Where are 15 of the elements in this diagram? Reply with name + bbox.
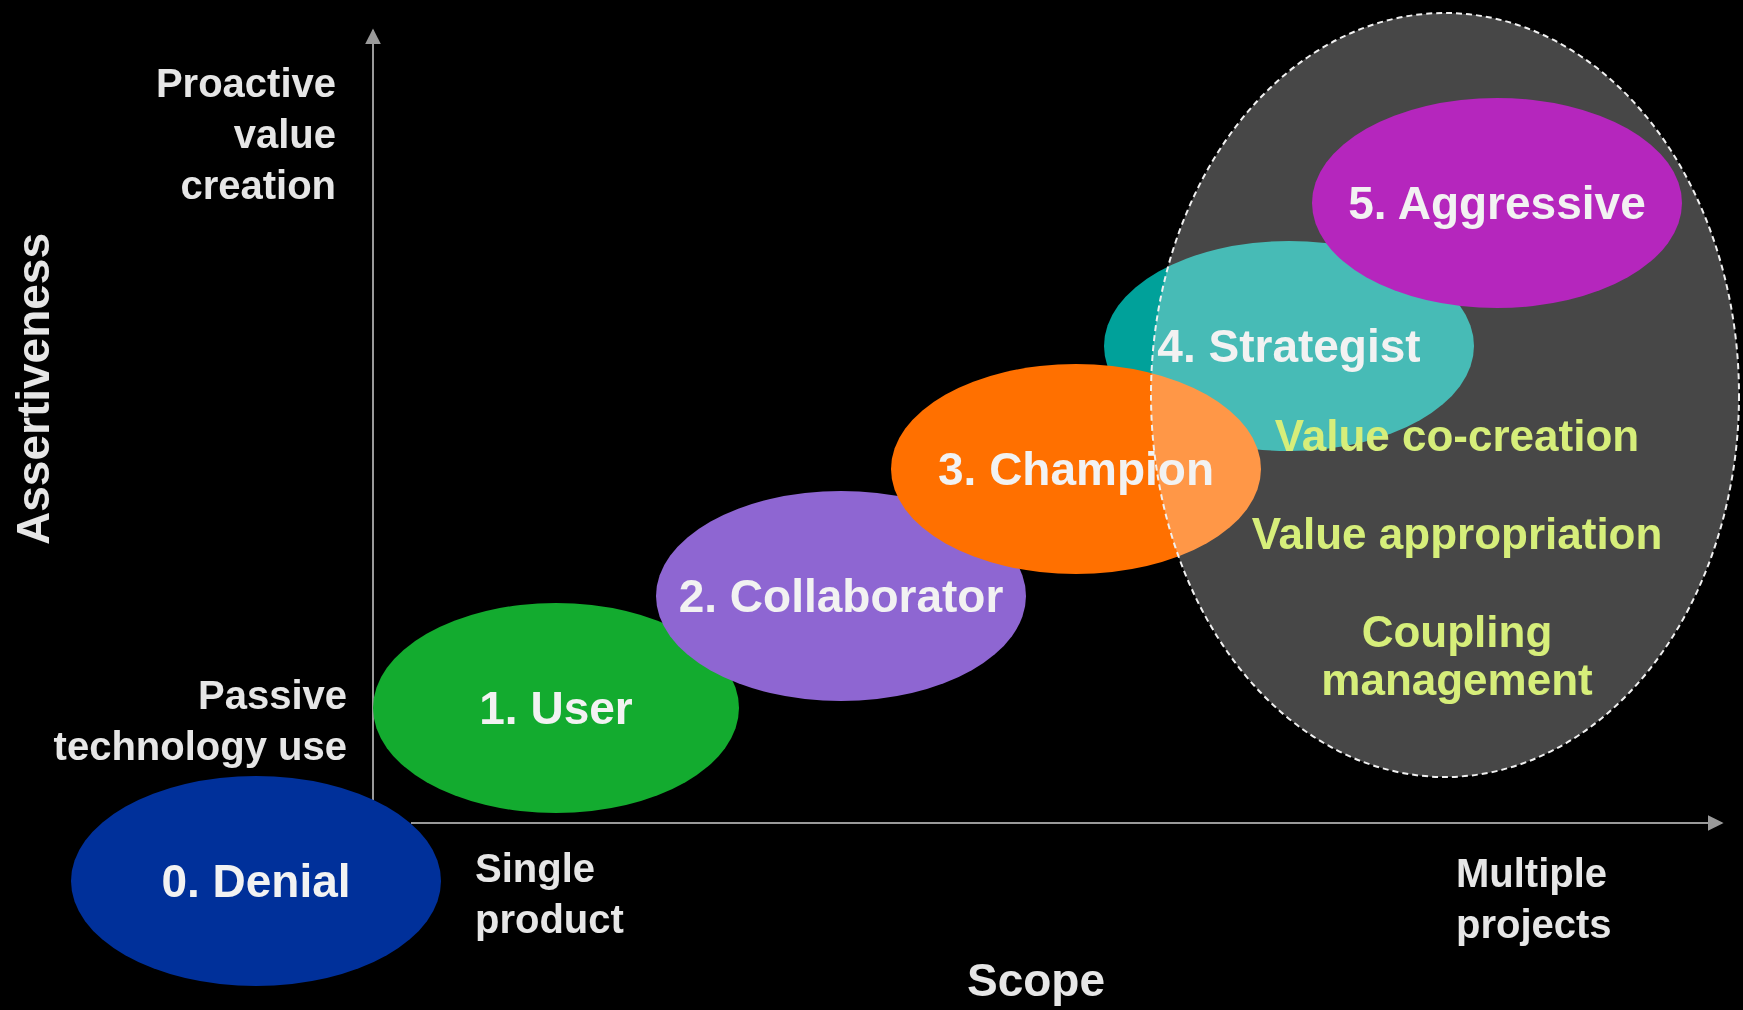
region-label: Value co-creation: [1273, 412, 1641, 460]
axis-end-label: Passive technology use: [52, 672, 347, 770]
axis-end-label: Single product: [475, 845, 625, 943]
stage-label: 4. Strategist: [1156, 320, 1422, 372]
stage-label: 5. Aggressive: [1347, 177, 1647, 229]
stage-label: 1. User: [478, 682, 634, 734]
stage-label: 0. Denial: [160, 855, 352, 907]
region-label: Value appropriation: [1250, 510, 1664, 558]
x-axis-title: Scope: [965, 955, 1106, 1006]
region-label: Coupling management: [1320, 608, 1594, 704]
stage-label: 2. Collaborator: [677, 570, 1005, 622]
axis-end-label: Multiple projects: [1456, 850, 1613, 948]
stage-label: 3. Champion: [937, 443, 1215, 495]
axis-end-label: Proactive value creation: [154, 60, 336, 209]
y-axis-title: Assertiveness: [7, 233, 59, 545]
